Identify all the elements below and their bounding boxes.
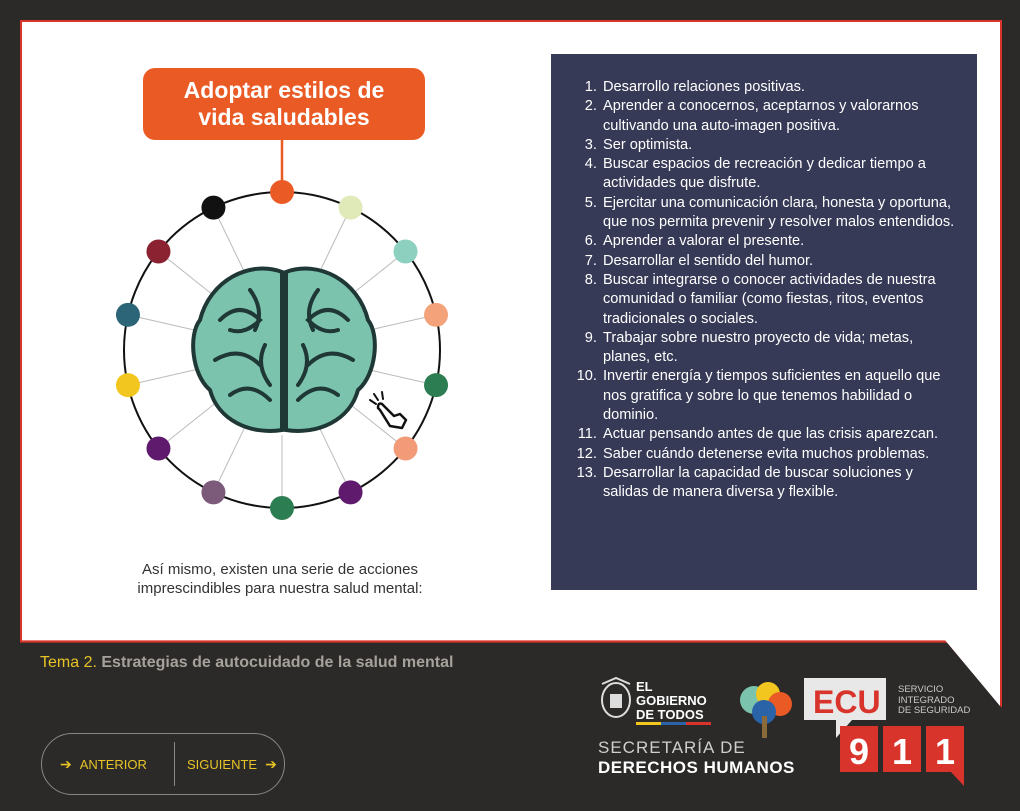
list-item: Buscar integrarse o conocer actividades … (601, 271, 957, 329)
list-item: Desarrollar la capacidad de buscar soluc… (601, 464, 957, 503)
topic-name: Estrategias de autocuidado de la salud m… (101, 654, 454, 671)
previous-button[interactable]: ➔ ANTERIOR (42, 756, 166, 773)
list-item: Buscar espacios de recreación y dedicar … (601, 155, 957, 194)
list-item: Actuar pensando antes de que las crisis … (601, 425, 957, 444)
derechos-label: DERECHOS HUMANOS (598, 758, 795, 777)
title-box: Adoptar estilos de vida saludables (143, 68, 425, 140)
diagram-dot[interactable] (338, 195, 363, 220)
svg-text:ECU: ECU (813, 684, 881, 720)
arrow-left-icon: ➔ (60, 755, 72, 772)
diagram-dot[interactable] (424, 373, 449, 398)
diagram-dot[interactable] (115, 373, 140, 398)
actions-panel: Desarrollo relaciones positivas.Aprender… (551, 54, 977, 590)
diagram-dot[interactable] (393, 239, 418, 264)
diagram-dot[interactable] (201, 480, 226, 505)
list-item: Trabajar sobre nuestro proyecto de vida;… (601, 329, 957, 368)
list-item: Aprender a conocernos, aceptarnos y valo… (601, 97, 957, 136)
diagram-dot[interactable] (424, 302, 449, 327)
list-item: Saber cuándo detenerse evita muchos prob… (601, 445, 957, 464)
brain-diagram (115, 140, 449, 520)
next-button[interactable]: SIGUIENTE ➔ (187, 756, 277, 773)
pointer-hand-icon[interactable] (369, 391, 408, 430)
toda-una-vida-logo (740, 682, 792, 738)
arrow-right-icon: ➔ (265, 755, 277, 772)
diagram-dot[interactable] (270, 180, 294, 204)
svg-text:1: 1 (935, 731, 955, 772)
gobierno-line-2: GOBIERNO (636, 693, 707, 708)
servicio-label: SERVICIO INTEGRADO DE SEGURIDAD (898, 684, 971, 716)
svg-text:9: 9 (849, 731, 869, 772)
navigation-pill: ➔ ANTERIOR SIGUIENTE ➔ (41, 733, 285, 795)
brain-icon (191, 266, 377, 433)
diagram-dot[interactable] (146, 239, 171, 264)
diagram-dot[interactable] (201, 195, 226, 220)
actions-list: Desarrollo relaciones positivas.Aprender… (551, 54, 977, 503)
diagram-dot[interactable] (270, 496, 294, 520)
list-item: Aprender a valorar el presente. (601, 232, 957, 251)
diagram-dot[interactable] (393, 436, 418, 461)
list-item: Ser optimista. (601, 136, 957, 155)
nav-divider (174, 742, 175, 786)
institution-logos: EL GOBIERNO DE TODOS ECU 9 1 1 (601, 676, 964, 786)
coat-of-arms-icon (601, 676, 631, 718)
intro-text: Así mismo, existen una serie de acciones… (137, 561, 423, 597)
gobierno-line-1: EL (636, 679, 653, 694)
secretaria-label: SECRETARÍA DE (598, 738, 746, 757)
page-title: Adoptar estilos de vida saludables (183, 77, 385, 130)
next-label: SIGUIENTE (187, 756, 258, 772)
list-item: Desarrollar el sentido del humor. (601, 252, 957, 271)
diagram-dot[interactable] (146, 436, 171, 461)
list-item: Desarrollo relaciones positivas. (601, 78, 957, 97)
list-item: Ejercitar una comunicación clara, honest… (601, 194, 957, 233)
ecu-911-logo: ECU 9 1 1 (804, 678, 964, 786)
gobierno-line-3: DE TODOS (636, 707, 704, 722)
diagram-dot[interactable] (338, 480, 363, 505)
list-item: Invertir energía y tiempos suficientes e… (601, 367, 957, 425)
diagram-dot[interactable] (115, 302, 140, 327)
secretaria-logo: SECRETARÍA DE DERECHOS HUMANOS (598, 738, 795, 778)
svg-text:1: 1 (892, 731, 912, 772)
topic-title: Tema 2. Estrategias de autocuidado de la… (40, 654, 453, 672)
topic-number: Tema 2. (40, 654, 97, 671)
previous-label: ANTERIOR (79, 756, 147, 772)
